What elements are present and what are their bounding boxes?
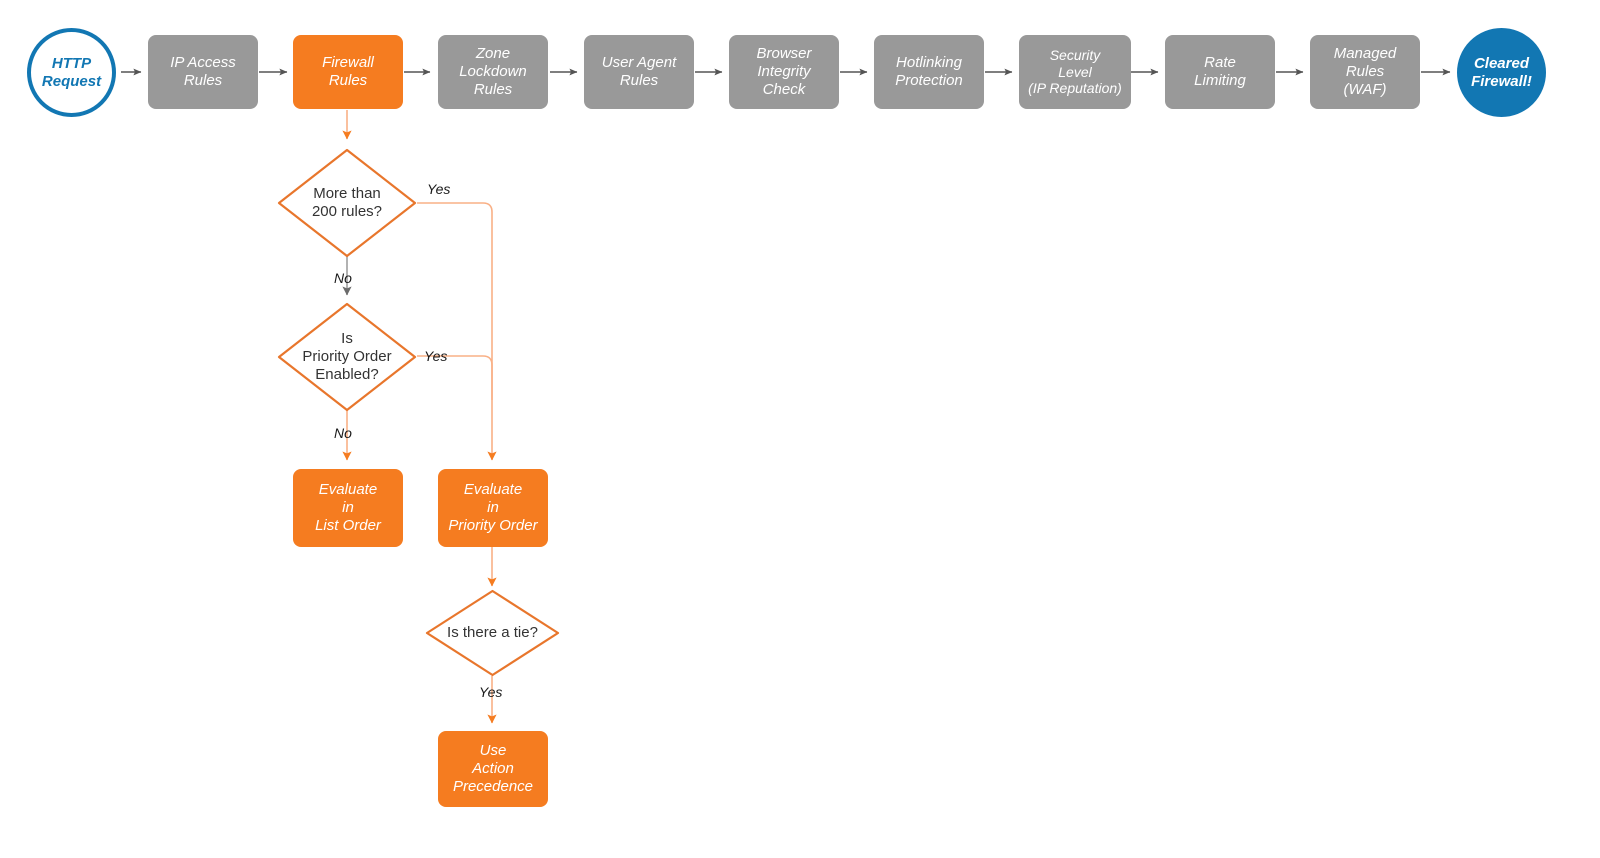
node-label: Browser Integrity Check	[756, 45, 812, 98]
node-user-agent-rules[interactable]: User Agent Rules	[584, 35, 694, 109]
node-label: Is Priority Order Enabled?	[302, 330, 392, 383]
node-label: Managed Rules (WAF)	[1333, 45, 1397, 98]
node-label: Is there a tie?	[447, 624, 538, 641]
node-label: HTTP Request	[41, 54, 102, 90]
node-label: Firewall Rules	[322, 54, 374, 89]
node-security-level[interactable]: Security Level (IP Reputation)	[1019, 35, 1131, 109]
node-browser-integrity-check[interactable]: Browser Integrity Check	[729, 35, 839, 109]
node-cleared-firewall[interactable]: Cleared Firewall!	[1457, 28, 1546, 117]
edge-label-text: Yes	[479, 684, 503, 700]
edge-label-text: No	[334, 425, 352, 441]
edge-label-yes-priority-order: Yes	[424, 348, 447, 364]
node-label: User Agent Rules	[601, 54, 677, 89]
node-label: Hotlinking Protection	[895, 54, 963, 89]
node-label: More than 200 rules?	[311, 185, 383, 220]
node-ip-access-rules[interactable]: IP Access Rules	[148, 35, 258, 109]
edge-label-text: Yes	[424, 348, 448, 364]
node-more-than-200-rules[interactable]: More than 200 rules?	[277, 148, 417, 258]
edge-label-no-200-rules: No	[334, 270, 352, 286]
node-rate-limiting[interactable]: Rate Limiting	[1165, 35, 1275, 109]
edge-label-yes-200-rules: Yes	[427, 181, 450, 197]
node-http-request[interactable]: HTTP Request	[27, 28, 116, 117]
node-use-action-precedence[interactable]: Use Action Precedence	[438, 731, 548, 807]
node-managed-rules-waf[interactable]: Managed Rules (WAF)	[1310, 35, 1420, 109]
node-label: Cleared Firewall!	[1471, 54, 1532, 90]
diamond-shape	[425, 589, 560, 677]
diamond-shape	[277, 302, 417, 412]
edge-label-text: No	[334, 270, 352, 286]
diamond-shape	[277, 148, 417, 258]
node-zone-lockdown-rules[interactable]: Zone Lockdown Rules	[438, 35, 548, 109]
node-label: IP Access Rules	[170, 54, 236, 89]
edge-label-no-priority-order: No	[334, 425, 352, 441]
node-label: Evaluate in Priority Order	[448, 481, 538, 534]
edge-label-text: Yes	[427, 181, 451, 197]
node-evaluate-in-priority-order[interactable]: Evaluate in Priority Order	[438, 469, 548, 547]
node-firewall-rules[interactable]: Firewall Rules	[293, 35, 403, 109]
node-label: Evaluate in List Order	[315, 481, 381, 534]
node-label: Rate Limiting	[1194, 54, 1246, 89]
node-evaluate-in-list-order[interactable]: Evaluate in List Order	[293, 469, 403, 547]
node-label: Zone Lockdown Rules	[459, 45, 527, 98]
node-is-there-a-tie[interactable]: Is there a tie?	[425, 589, 560, 677]
node-label: Security Level (IP Reputation)	[1028, 47, 1122, 97]
node-label: Use Action Precedence	[452, 742, 534, 795]
edge-label-yes-tie: Yes	[479, 684, 502, 700]
node-hotlinking-protection[interactable]: Hotlinking Protection	[874, 35, 984, 109]
node-is-priority-order-enabled[interactable]: Is Priority Order Enabled?	[277, 302, 417, 412]
